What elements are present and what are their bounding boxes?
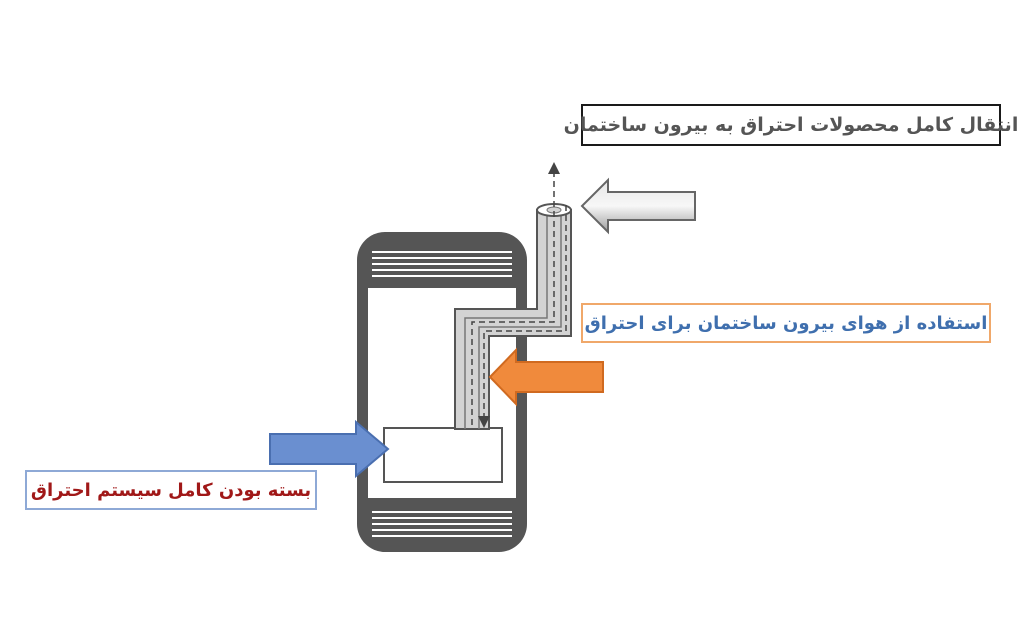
exhaust-flow-line xyxy=(471,172,555,425)
sealed-system-arrow xyxy=(269,419,390,479)
sealed-system-label: بسته بودن کامل سیستم احتراق xyxy=(25,470,317,510)
flue-pipe xyxy=(454,162,572,430)
outside-air-arrow xyxy=(488,347,604,407)
intake-flow-line xyxy=(483,205,567,418)
exhaust-flow-arrowhead xyxy=(548,162,560,174)
bottom-vents xyxy=(372,511,512,537)
intake-flow-arrowhead xyxy=(478,416,490,428)
combustion-chamber xyxy=(383,427,503,483)
exhaust-label: انتقال کامل محصولات احتراق به بیرون ساخت… xyxy=(564,104,1018,146)
heater-tank xyxy=(357,232,527,552)
exhaust-arrow xyxy=(580,177,696,235)
top-vents xyxy=(372,251,512,277)
outside-air-label: استفاده از هوای بیرون ساختمان برای احترا… xyxy=(581,303,991,343)
